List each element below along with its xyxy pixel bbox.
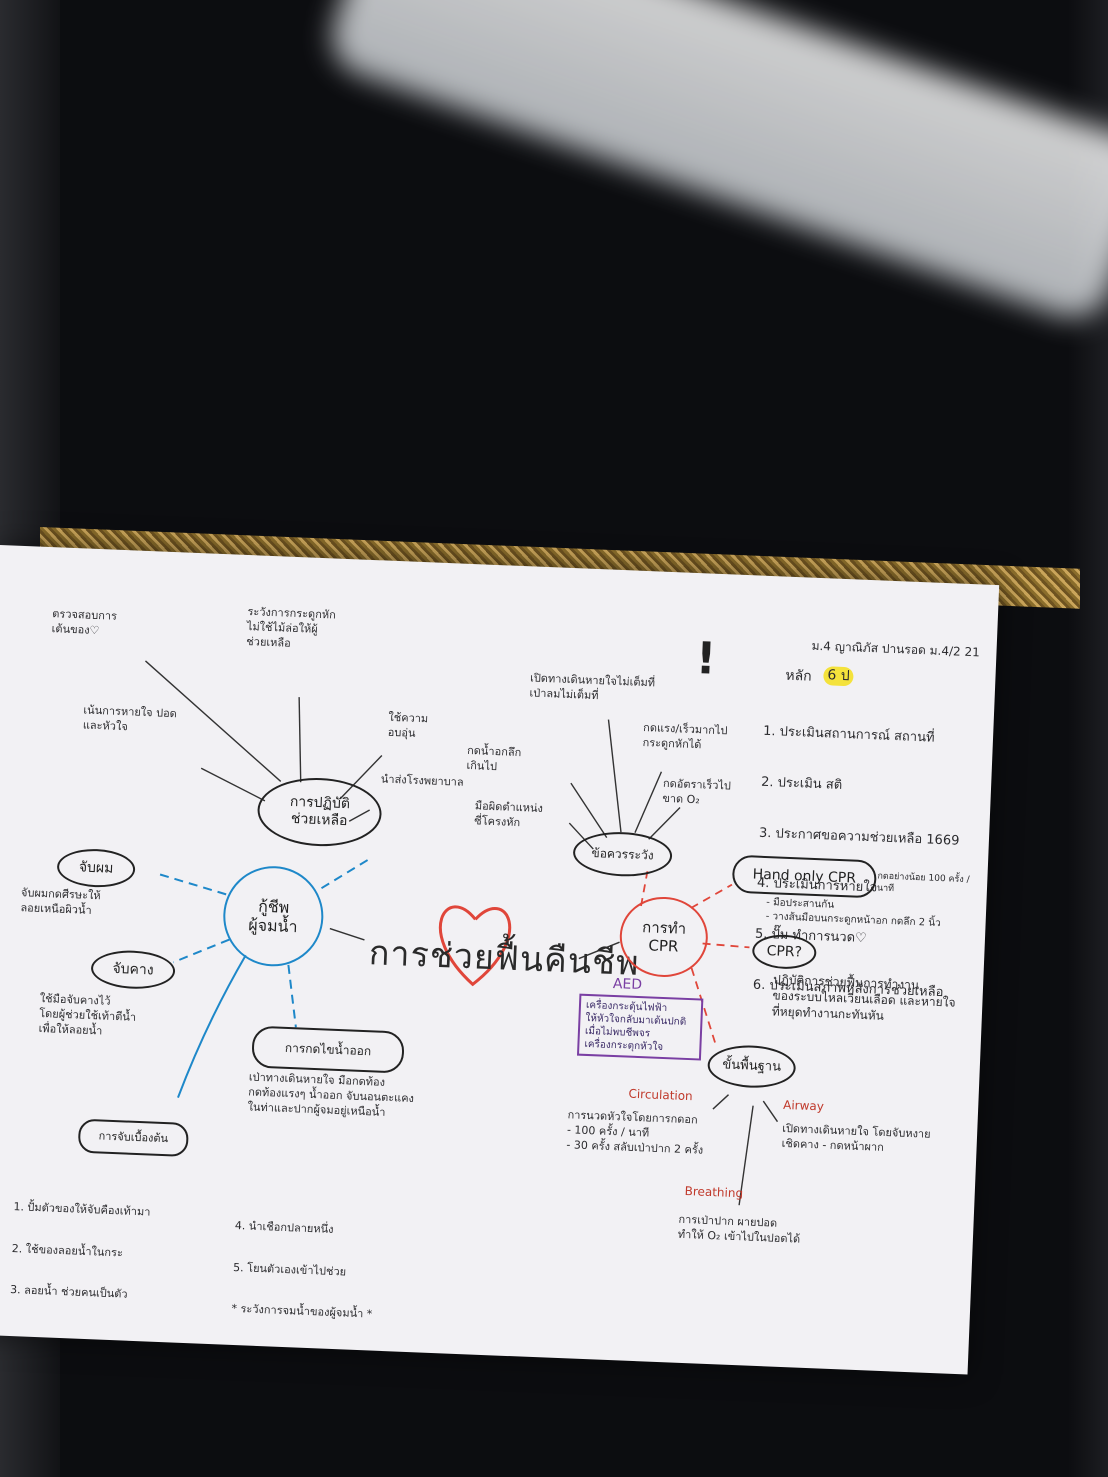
blue-arrow <box>156 872 227 896</box>
branch-line <box>762 1100 779 1123</box>
red-arrow <box>702 942 750 949</box>
branch-line <box>648 807 681 840</box>
principle-number: 6 ป <box>823 666 855 687</box>
circulation-note: การนวดหัวใจโดยการกดอก - 100 ครั้ง / นาที… <box>566 1108 704 1157</box>
mind-map-paper: ม.4 ญาณิภัส ปานรอด ม.4/2 21 หลัก 6 ป 1. … <box>0 545 1000 1375</box>
action-note: เน้นการหายใจ ปอด และหัวใจ <box>82 703 178 734</box>
breathing-note: การเป่าปาก ผายปอด ทำให้ O₂ เข้าไปในปอดได… <box>677 1212 801 1246</box>
blue-arrow <box>320 859 369 890</box>
blue-arrow <box>173 938 230 964</box>
hair-note: จับผมกดศีรษะให้ ลอยเหนือผิวน้ำ <box>20 886 101 917</box>
blue-arrow <box>177 954 247 1098</box>
center-title: การช่วยฟื้นคืนชีพ <box>368 933 641 984</box>
branch-line <box>339 755 383 800</box>
first-aid-item: 3. ลอยน้ำ ช่วยคนเป็นตัว <box>9 1283 128 1302</box>
caution-note: กดอัตราเร็วไป ขาด O₂ <box>662 776 732 807</box>
first-aid-list: 1. ปั้มตัวของให้จับคืองเท้ามา 2. ใช้ของล… <box>9 1176 152 1328</box>
action-note: ตรวจสอบการ เต้นของ♡ <box>51 607 118 637</box>
red-arrow <box>690 883 733 909</box>
branch-line <box>568 822 594 850</box>
first-aid-item: 4. นำเชือกปลายหนึ่ง <box>234 1218 334 1236</box>
first-aid-item: 1. ปั้มตัวของให้จับคืองเท้ามา <box>13 1199 151 1219</box>
first-aid-item: * ระวังการจมน้ำของผู้จมน้ำ * <box>231 1302 373 1322</box>
cpr-definition: ปฏิบัติการช่วยฟื้นการทำงาน ของระบบไหลเวี… <box>771 972 956 1024</box>
action-note: ใช้ความ อบอุ่น <box>387 710 429 740</box>
aed-note: เครื่องกระตุ้นไฟฟ้า ให้หัวใจกลับมาเต้นปก… <box>576 993 704 1061</box>
circulation-label: Circulation <box>628 1086 693 1104</box>
first-aid-item: 5. โยนตัวเองเข้าไปช่วย <box>232 1260 347 1279</box>
branch-line <box>570 782 608 838</box>
breathing-label: Breathing <box>684 1184 744 1201</box>
node-hand-only-cpr: Hand only CPR <box>731 854 878 899</box>
chin-note: ใช้มือจับคางไว้ โดยผู้ช่วยใช้เท้าตีน้ำ เ… <box>38 991 137 1038</box>
branch-line <box>738 1105 754 1206</box>
caution-note: กดน้ำอกลึก เกินไป <box>466 743 522 773</box>
branch-line <box>348 809 370 822</box>
action-note: ระวังการกระดูกหัก ไม่ใช้ไม้ล่อให้ผู้ ช่ว… <box>246 604 337 650</box>
first-aid-list-2: 4. นำเชือกปลายหนึ่ง 5. โยนตัวเองเข้าไปช่… <box>230 1195 377 1347</box>
blue-arrow <box>287 964 297 1028</box>
heart-shape <box>438 905 512 987</box>
red-arrow <box>640 871 649 907</box>
caution-note: กดแรง/เร็วมากไป กระดูกหักได้ <box>642 720 728 752</box>
branch-line <box>144 660 282 782</box>
branch-line <box>578 941 620 960</box>
node-first-aid: การจับเบื้องต้น <box>77 1118 189 1158</box>
principle-label: หลัก <box>785 667 812 685</box>
step-item: 1. ประเมินสถานการณ์ สถานที่ <box>762 724 935 746</box>
airway-label: Airway <box>782 1097 825 1114</box>
caution-note: มือผิดตำแหน่ง ซี่โครงหัก <box>474 799 544 829</box>
exclamation-mark: ! <box>694 633 718 685</box>
caution-note: เปิดทางเดินหายใจไม่เต็มที่ เป่าลมไม่เต็ม… <box>529 671 656 702</box>
ceiling-light-glare <box>321 0 1108 329</box>
step-item: 3. ประกาศขอความช่วยเหลือ 1669 <box>758 825 960 849</box>
node-press-water: การกดไขน้ำออก <box>251 1025 405 1074</box>
branch-line <box>712 1094 730 1110</box>
branch-line <box>200 767 266 802</box>
branch-line <box>607 719 622 833</box>
branch-line <box>634 771 663 833</box>
first-aid-item: 2. ใช้ของลอยน้ำในกระ <box>11 1241 124 1260</box>
branch-line <box>329 927 365 941</box>
branch-line <box>298 697 302 783</box>
hand-note: กดอย่างน้อย 100 ครั้ง / นาที <box>876 871 970 895</box>
step-item: 2. ประเมิน สติ <box>760 774 843 794</box>
aed-label: AED <box>612 975 643 994</box>
mind-map-lines <box>144 660 779 1206</box>
water-note: เป่าทางเดินหายใจ มือกดท้อง กดท้องแรงๆ น้… <box>247 1070 415 1119</box>
airway-note: เปิดทางเดินหายใจ โดยจับหงาย เชิดคาง - กด… <box>781 1121 931 1154</box>
